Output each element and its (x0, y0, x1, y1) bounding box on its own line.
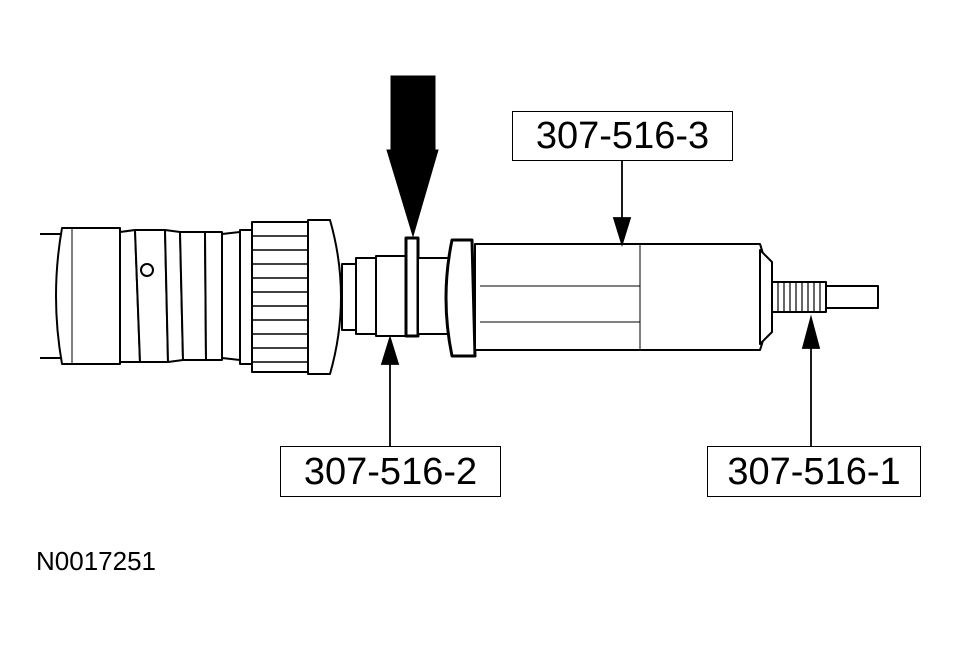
leader-307-516-3 (612, 161, 632, 248)
force-direction-arrow-icon (386, 75, 439, 238)
callout-label: 307-516-3 (535, 115, 710, 157)
transmission-housing (40, 219, 342, 375)
figure-id: N0017251 (36, 546, 156, 576)
leader-307-516-1 (801, 314, 821, 446)
tool-307-516-2 (341, 236, 459, 338)
callout-307-516-3: 307-516-3 (512, 111, 733, 161)
tool-307-516-1 (771, 281, 879, 313)
leader-307-516-2 (380, 334, 400, 446)
callout-label: 307-516-2 (303, 450, 478, 493)
callout-307-516-2: 307-516-2 (280, 446, 501, 497)
callout-307-516-1: 307-516-1 (707, 446, 921, 497)
callout-label: 307-516-1 (727, 450, 901, 493)
tool-307-516-3 (444, 238, 773, 358)
